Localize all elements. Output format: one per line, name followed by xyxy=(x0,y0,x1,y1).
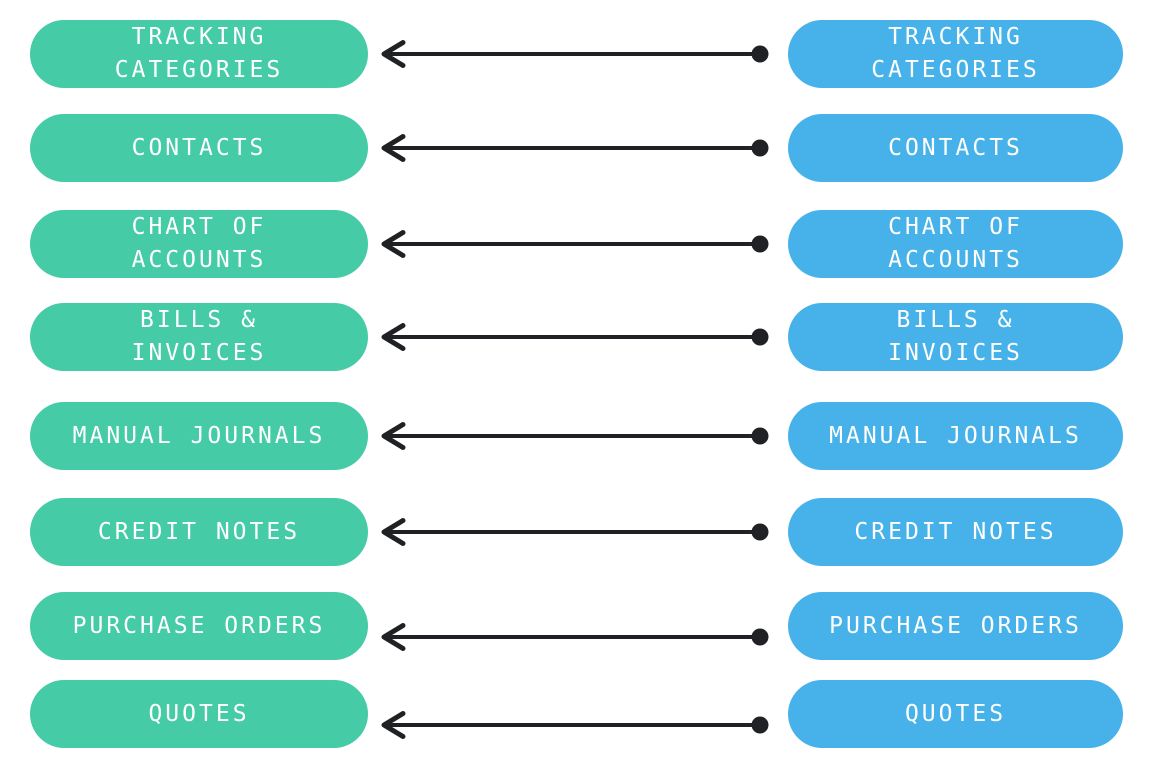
arrow-origin-dot-icon xyxy=(751,235,769,253)
arrow-origin-dot-icon xyxy=(751,427,769,445)
mapping-row-quotes: QUOTES QUOTES xyxy=(0,680,1153,748)
mapping-row-bills-invoices: BILLS & INVOICES BILLS & INVOICES xyxy=(0,303,1153,371)
arrow-graphic xyxy=(381,134,769,162)
arrow-graphic xyxy=(381,230,769,258)
right-pill-tracking-categories: TRACKING CATEGORIES xyxy=(788,20,1123,88)
arrow-origin-dot-icon xyxy=(751,45,769,63)
left-pill-purchase-orders: PURCHASE ORDERS xyxy=(30,592,368,660)
arrow-graphic xyxy=(381,422,769,450)
arrowhead-icon xyxy=(381,518,406,546)
left-pill-label: CREDIT NOTES xyxy=(97,518,301,545)
arrowhead-icon xyxy=(381,40,406,68)
right-pill-label: TRACKING CATEGORIES xyxy=(871,24,1040,83)
right-pill-label: CHART OF ACCOUNTS xyxy=(888,214,1023,273)
arrowhead-icon xyxy=(381,422,406,450)
right-pill-purchase-orders: PURCHASE ORDERS xyxy=(788,592,1123,660)
arrow-right-to-left xyxy=(368,422,788,450)
arrow-right-to-left xyxy=(368,700,788,739)
arrow-graphic xyxy=(381,323,769,351)
right-pill-chart-of-accounts: CHART OF ACCOUNTS xyxy=(788,210,1123,278)
left-pill-label: CONTACTS xyxy=(131,134,267,161)
left-pill-label: PURCHASE ORDERS xyxy=(72,612,326,639)
arrowhead-icon xyxy=(381,623,406,651)
arrow-right-to-left xyxy=(368,230,788,258)
arrow-right-to-left xyxy=(368,323,788,351)
arrow-origin-dot-icon xyxy=(751,716,769,734)
arrow-graphic xyxy=(381,518,769,546)
arrow-origin-dot-icon xyxy=(751,628,769,646)
arrow-right-to-left xyxy=(368,612,788,651)
right-pill-manual-journals: MANUAL JOURNALS xyxy=(788,402,1123,470)
arrow-origin-dot-icon xyxy=(751,523,769,541)
left-pill-contacts: CONTACTS xyxy=(30,114,368,182)
mapping-row-chart-of-accounts: CHART OF ACCOUNTS CHART OF ACCOUNTS xyxy=(0,210,1153,278)
left-pill-label: BILLS & INVOICES xyxy=(131,307,267,366)
right-pill-label: PURCHASE ORDERS xyxy=(829,612,1082,639)
left-pill-quotes: QUOTES xyxy=(30,680,368,748)
arrow-right-to-left xyxy=(368,134,788,162)
left-pill-label: QUOTES xyxy=(148,700,250,727)
right-pill-contacts: CONTACTS xyxy=(788,114,1123,182)
arrow-origin-dot-icon xyxy=(751,139,769,157)
mapping-row-tracking-categories: TRACKING CATEGORIES TRACKING CATEGORIES xyxy=(0,20,1153,88)
right-pill-bills-invoices: BILLS & INVOICES xyxy=(788,303,1123,371)
left-pill-label: TRACKING CATEGORIES xyxy=(114,24,284,83)
left-pill-label: MANUAL JOURNALS xyxy=(72,422,326,449)
arrowhead-icon xyxy=(381,134,406,162)
arrowhead-icon xyxy=(381,230,406,258)
arrow-origin-dot-icon xyxy=(751,328,769,346)
arrow-right-to-left xyxy=(368,40,788,68)
left-pill-tracking-categories: TRACKING CATEGORIES xyxy=(30,20,368,88)
left-pill-chart-of-accounts: CHART OF ACCOUNTS xyxy=(30,210,368,278)
arrow-graphic xyxy=(381,40,769,68)
right-pill-credit-notes: CREDIT NOTES xyxy=(788,498,1123,566)
right-pill-label: CONTACTS xyxy=(888,134,1023,161)
right-pill-label: CREDIT NOTES xyxy=(854,518,1057,545)
left-pill-manual-journals: MANUAL JOURNALS xyxy=(30,402,368,470)
right-pill-quotes: QUOTES xyxy=(788,680,1123,748)
right-pill-label: QUOTES xyxy=(904,700,1007,727)
left-pill-credit-notes: CREDIT NOTES xyxy=(30,498,368,566)
left-pill-label: CHART OF ACCOUNTS xyxy=(131,214,267,273)
arrow-right-to-left xyxy=(368,518,788,546)
right-pill-label: MANUAL JOURNALS xyxy=(829,422,1082,449)
mapping-row-contacts: CONTACTS CONTACTS xyxy=(0,114,1153,182)
mapping-row-manual-journals: MANUAL JOURNALS MANUAL JOURNALS xyxy=(0,402,1153,470)
arrow-graphic xyxy=(381,711,769,739)
arrowhead-icon xyxy=(381,711,406,739)
arrow-graphic xyxy=(381,623,769,651)
mapping-row-purchase-orders: PURCHASE ORDERS PURCHASE ORDERS xyxy=(0,592,1153,660)
arrowhead-icon xyxy=(381,323,406,351)
mapping-row-credit-notes: CREDIT NOTES CREDIT NOTES xyxy=(0,498,1153,566)
left-pill-bills-invoices: BILLS & INVOICES xyxy=(30,303,368,371)
right-pill-label: BILLS & INVOICES xyxy=(888,307,1023,366)
